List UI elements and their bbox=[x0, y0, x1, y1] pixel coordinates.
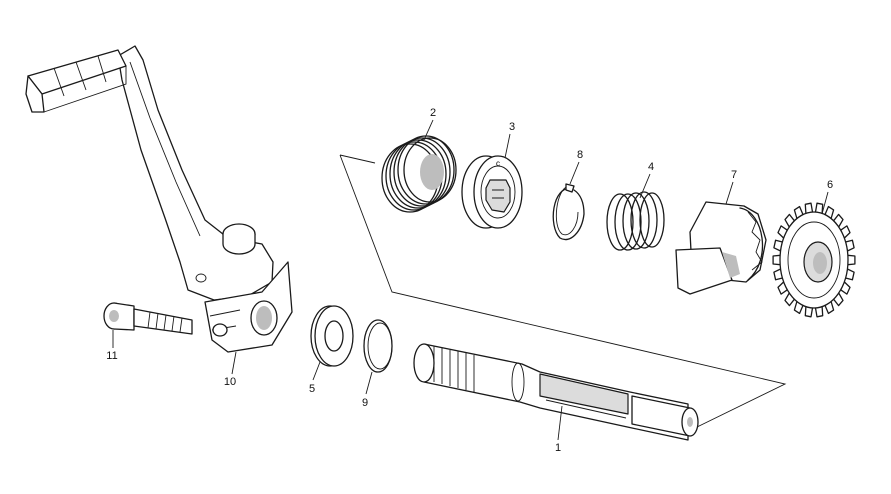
kickstart-lever bbox=[25, 45, 293, 353]
callout-label-1: 1 bbox=[555, 442, 561, 454]
assembly-guide-line bbox=[339, 154, 787, 429]
thrust-washer bbox=[310, 305, 354, 367]
callout-label-6: 6 bbox=[827, 179, 833, 191]
callout-leaders bbox=[112, 119, 829, 441]
callout-label-4: 4 bbox=[648, 161, 654, 173]
callout-label-5: 5 bbox=[309, 383, 315, 395]
callout-label-9: 9 bbox=[362, 397, 368, 409]
kickstarter-gear bbox=[772, 202, 856, 318]
circlip bbox=[552, 183, 585, 241]
compression-spring bbox=[606, 191, 665, 251]
callout-labels: 2 3 8 4 7 6 5 9 1 10 11 bbox=[106, 107, 833, 454]
callout-label-7: 7 bbox=[731, 169, 737, 181]
spring-retainer: c bbox=[461, 155, 523, 229]
callout-label-3: 3 bbox=[509, 121, 515, 133]
callout-label-11: 11 bbox=[106, 350, 117, 362]
clamp-bolt bbox=[103, 302, 193, 335]
kickstarter-shaft bbox=[413, 343, 699, 441]
callout-label-10: 10 bbox=[224, 376, 236, 388]
ratchet bbox=[675, 201, 767, 295]
callout-label-2: 2 bbox=[430, 107, 436, 119]
gear-tooth bbox=[847, 254, 856, 266]
gear-tooth bbox=[772, 254, 781, 266]
shim-ring bbox=[363, 319, 393, 373]
svg-text:c: c bbox=[496, 159, 500, 168]
callout-label-8: 8 bbox=[577, 149, 583, 161]
return-spring bbox=[381, 135, 457, 213]
